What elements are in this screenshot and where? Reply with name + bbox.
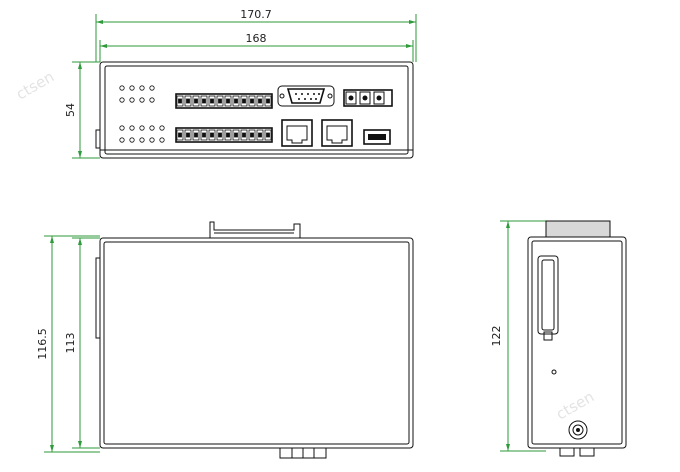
dimension-overall-width: 170.7 [95, 8, 417, 62]
dimension-front-height: 54 [64, 61, 100, 159]
terminal-screw [186, 132, 190, 138]
dimension-label-side-body-height: 113 [64, 333, 77, 354]
terminal-cell [264, 129, 272, 141]
terminal-screw [202, 98, 206, 104]
dimension-body-width: 168 [99, 32, 414, 62]
ground-screw [568, 420, 588, 440]
terminal-cell [192, 129, 200, 141]
terminal-cell [216, 129, 224, 141]
terminal-screw [258, 132, 262, 138]
terminal-screw [202, 132, 206, 138]
terminal-cell [208, 95, 216, 107]
terminal-block-upper [175, 93, 273, 109]
usb-port [363, 129, 391, 145]
dimension-end-height: 122 [490, 220, 546, 452]
terminal-screw [234, 132, 238, 138]
terminal-screw [266, 132, 270, 138]
terminal-cell [184, 129, 192, 141]
terminal-cell [248, 95, 256, 107]
dimension-label-side-overall-height: 116.5 [36, 328, 49, 360]
reset-pinhole [551, 369, 557, 375]
end-bottom-connector [559, 447, 595, 457]
terminal-cell [224, 129, 232, 141]
terminal-screw [226, 98, 230, 104]
terminal-screw [194, 132, 198, 138]
terminal-screw [242, 98, 246, 104]
terminal-cell [184, 95, 192, 107]
terminal-cell [208, 129, 216, 141]
terminal-screw [242, 132, 246, 138]
terminal-screw [210, 98, 214, 104]
terminal-cell [176, 95, 184, 107]
terminal-screw [178, 98, 182, 104]
terminal-screw [186, 98, 190, 104]
terminal-cell [192, 95, 200, 107]
watermark-top-left: ctsen [13, 68, 57, 104]
terminal-cell [200, 129, 208, 141]
serial-port-db9 [277, 85, 335, 107]
terminal-cell [176, 129, 184, 141]
terminal-screw [210, 132, 214, 138]
front-housing [95, 61, 414, 159]
dimension-label-overall-width: 170.7 [240, 8, 272, 21]
din-rail-clip [209, 221, 301, 238]
terminal-cell [256, 129, 264, 141]
terminal-screw [226, 132, 230, 138]
terminal-screw [218, 98, 222, 104]
terminal-cell [224, 95, 232, 107]
terminal-screw [258, 98, 262, 104]
bottom-connector [279, 447, 327, 459]
side-housing [95, 237, 414, 449]
dimension-side-body-height: 113 [64, 237, 100, 449]
power-terminal [343, 89, 393, 107]
terminal-screw [250, 98, 254, 104]
dimension-label-end-height: 122 [490, 326, 503, 347]
watermark-bottom-right: ctsen [553, 388, 597, 424]
front-view: 170.7 168 54 [64, 8, 417, 159]
terminal-screw [234, 98, 238, 104]
dimension-label-front-height: 54 [64, 103, 77, 117]
dimension-label-body-width: 168 [246, 32, 267, 45]
din-latch-slot [537, 255, 559, 341]
end-housing [527, 220, 627, 449]
terminal-screw [218, 132, 222, 138]
terminal-screw [194, 98, 198, 104]
dimension-side-overall-height: 116.5 [36, 235, 100, 453]
terminal-cell [232, 95, 240, 107]
terminal-cell [232, 129, 240, 141]
status-led-group [119, 85, 165, 143]
terminal-cell [248, 129, 256, 141]
terminal-cell [240, 95, 248, 107]
ethernet-port-1 [281, 119, 313, 147]
side-view: 116.5 113 [36, 221, 414, 459]
terminal-screw [266, 98, 270, 104]
terminal-screw [178, 132, 182, 138]
ethernet-port-2 [321, 119, 353, 147]
terminal-cell [264, 95, 272, 107]
terminal-cell [240, 129, 248, 141]
end-view: 122 [490, 220, 627, 457]
terminal-cell [216, 95, 224, 107]
terminal-cell [256, 95, 264, 107]
terminal-cell [200, 95, 208, 107]
terminal-block-lower [175, 127, 273, 143]
terminal-screw [250, 132, 254, 138]
